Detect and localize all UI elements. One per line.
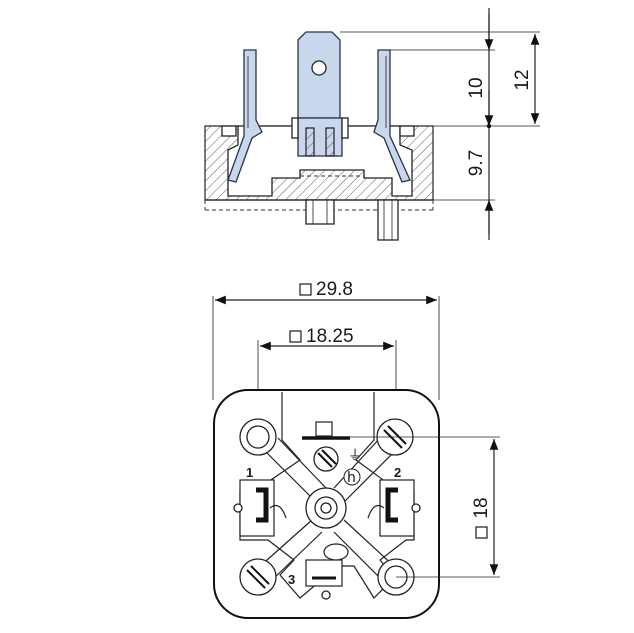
pin-label-1: 1: [246, 465, 253, 480]
screw-slot-bl: [246, 569, 266, 589]
center-lip-l: [291, 117, 299, 139]
pin-label-3: 3: [288, 572, 295, 587]
center-contact-body: [297, 117, 343, 157]
right-contact: [373, 49, 411, 183]
h-symbol-circle: [343, 468, 361, 486]
hole-top-left-inner: [246, 425, 270, 449]
bottom-pin-center: [305, 199, 335, 225]
screw-slot-bl-2: [250, 565, 270, 585]
left-contact: [227, 49, 263, 183]
tab-hole: [311, 60, 327, 76]
arm-br-1: [343, 519, 397, 569]
bottom-pin-right: [377, 199, 399, 241]
center-lip-r: [341, 117, 349, 139]
dim-97-label: 9.7: [466, 150, 487, 176]
arm-bl-1: [257, 519, 313, 569]
screw-slot-tr: [383, 429, 403, 449]
top-view: 29.8 18.25: [212, 279, 500, 619]
side-hole-left: [233, 503, 243, 513]
ground-screw-slot: [317, 452, 333, 468]
dim-10-label: 10: [466, 77, 487, 98]
dim-18-label: 18: [471, 497, 492, 518]
ground-screw-slot-2: [321, 449, 337, 465]
ground-symbol: ⏚: [348, 448, 362, 464]
square-symbol-1825: [289, 330, 302, 343]
arm-bl-2: [271, 531, 323, 581]
side-section-view: 10 9.7 12: [204, 8, 540, 241]
screw-bottom-left: [239, 558, 277, 596]
center-hub-hole: [320, 502, 332, 514]
dim-12-label: 12: [512, 69, 533, 90]
square-symbol-18: [475, 526, 488, 539]
ground-contact: [315, 421, 333, 437]
side-hole-bottom: [321, 590, 331, 600]
arm-tr-1: [341, 447, 399, 505]
contact-pin1: [239, 479, 287, 537]
arm-br-2: [333, 531, 383, 581]
dim-298-label: 29.8: [316, 279, 353, 300]
contact-pin3: [305, 543, 349, 587]
arm-tl-2: [277, 437, 327, 489]
side-hole-right: [411, 503, 421, 513]
square-symbol-298: [299, 283, 312, 296]
screw-slot-tr-2: [387, 425, 407, 445]
slot-left: [221, 125, 237, 137]
h-symbol: h: [347, 470, 356, 486]
contact-pin2: [367, 479, 415, 537]
slot-right: [399, 125, 415, 137]
dim-node: [486, 123, 492, 129]
center-contact-hatch-r: [325, 127, 335, 157]
dim-1825-label: 18.25: [306, 326, 354, 347]
arm-tl-1: [261, 447, 319, 505]
ground-screw: [313, 446, 339, 472]
pin-label-2: 2: [394, 465, 401, 480]
arm-tr-2: [333, 437, 381, 489]
center-contact-hatch-l: [305, 127, 315, 157]
